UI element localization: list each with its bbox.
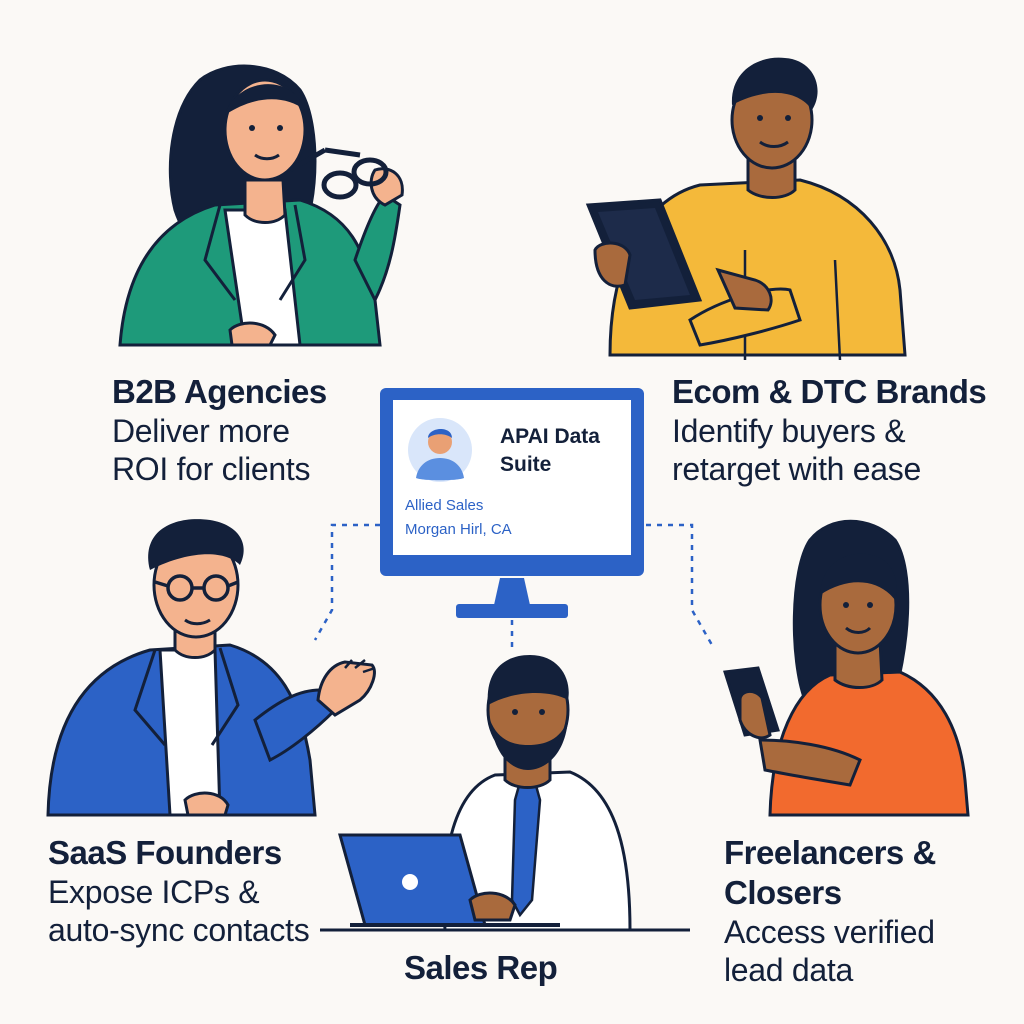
sales-rep-illustration	[320, 655, 690, 932]
persona-title: B2B Agencies	[112, 373, 327, 410]
freelancers-illustration	[723, 519, 970, 817]
persona-freelancers-closers: Freelancers & Closers Access verified le…	[724, 833, 936, 989]
persona-desc-line2: auto-sync contacts	[48, 912, 310, 948]
persona-desc-line1: Expose ICPs &	[48, 874, 260, 910]
monitor-brand: APAI Data Suite	[500, 423, 600, 479]
b2b-agencies-illustration	[118, 64, 404, 347]
persona-title: Ecom & DTC Brands	[672, 373, 987, 410]
connector-lines	[313, 523, 714, 650]
persona-desc-line2: lead data	[724, 952, 853, 988]
persona-desc-line2: ROI for clients	[112, 451, 311, 487]
persona-desc-line1: Deliver more	[112, 413, 290, 449]
connector-left	[313, 523, 380, 641]
connector-right	[646, 523, 714, 646]
persona-title: Sales Rep	[404, 949, 558, 986]
persona-ecom-dtc-brands: Ecom & DTC Brands Identify buyers & reta…	[672, 372, 987, 488]
persona-saas-founders: SaaS Founders Expose ICPs & auto-sync co…	[48, 833, 310, 949]
monitor-company: Allied Sales Morgan Hirl, CA	[405, 494, 512, 542]
persona-desc-line1: Access verified	[724, 914, 935, 950]
company-name: Allied Sales	[405, 497, 484, 514]
ecom-brands-illustration	[585, 57, 907, 361]
brand-line1: APAI Data	[500, 425, 600, 448]
persona-title-line1: Freelancers &	[724, 834, 936, 871]
persona-desc-line2: retarget with ease	[672, 451, 921, 487]
company-location: Morgan Hirl, CA	[405, 521, 512, 538]
saas-founders-illustration	[46, 519, 376, 817]
brand-line2: Suite	[500, 453, 552, 476]
avatar	[408, 418, 472, 482]
persona-sales-rep: Sales Rep	[404, 948, 558, 988]
persona-desc-line1: Identify buyers &	[672, 413, 906, 449]
monitor	[380, 388, 644, 618]
persona-b2b-agencies: B2B Agencies Deliver more ROI for client…	[112, 372, 327, 488]
persona-title-line2: Closers	[724, 874, 842, 911]
persona-title: SaaS Founders	[48, 834, 282, 871]
